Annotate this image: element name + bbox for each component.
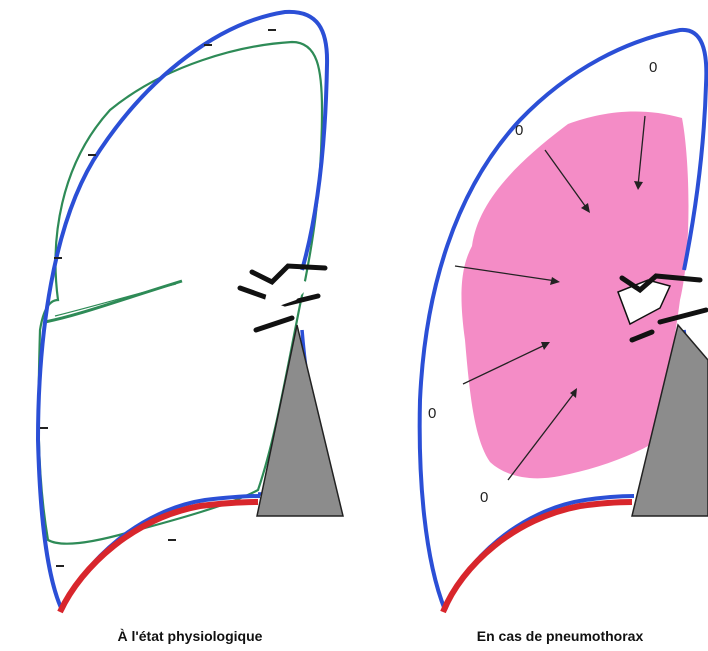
bronchus-upper [252,266,325,282]
left-diaphragm-pleura [62,496,260,610]
right-panel: 0 0 0 0 [420,30,708,612]
left-mediastinum [257,325,343,516]
left-negative-pressure-marks [40,30,276,566]
right-diaphragm [443,502,632,612]
pressure-label: 0 [515,122,523,139]
right-diaphragm-pleura [445,496,634,610]
left-panel-caption: À l'état physiologique [80,628,300,644]
left-lung-fissure-inner [55,284,176,316]
left-chest-wall [38,12,327,610]
right-panel-caption: En cas de pneumothorax [430,628,690,644]
left-diaphragm [60,502,258,612]
pressure-label: 0 [428,405,436,422]
left-panel [38,12,343,612]
pressure-label: 0 [649,59,657,76]
pressure-label: 0 [480,489,488,506]
bronchus-stem [256,318,292,330]
